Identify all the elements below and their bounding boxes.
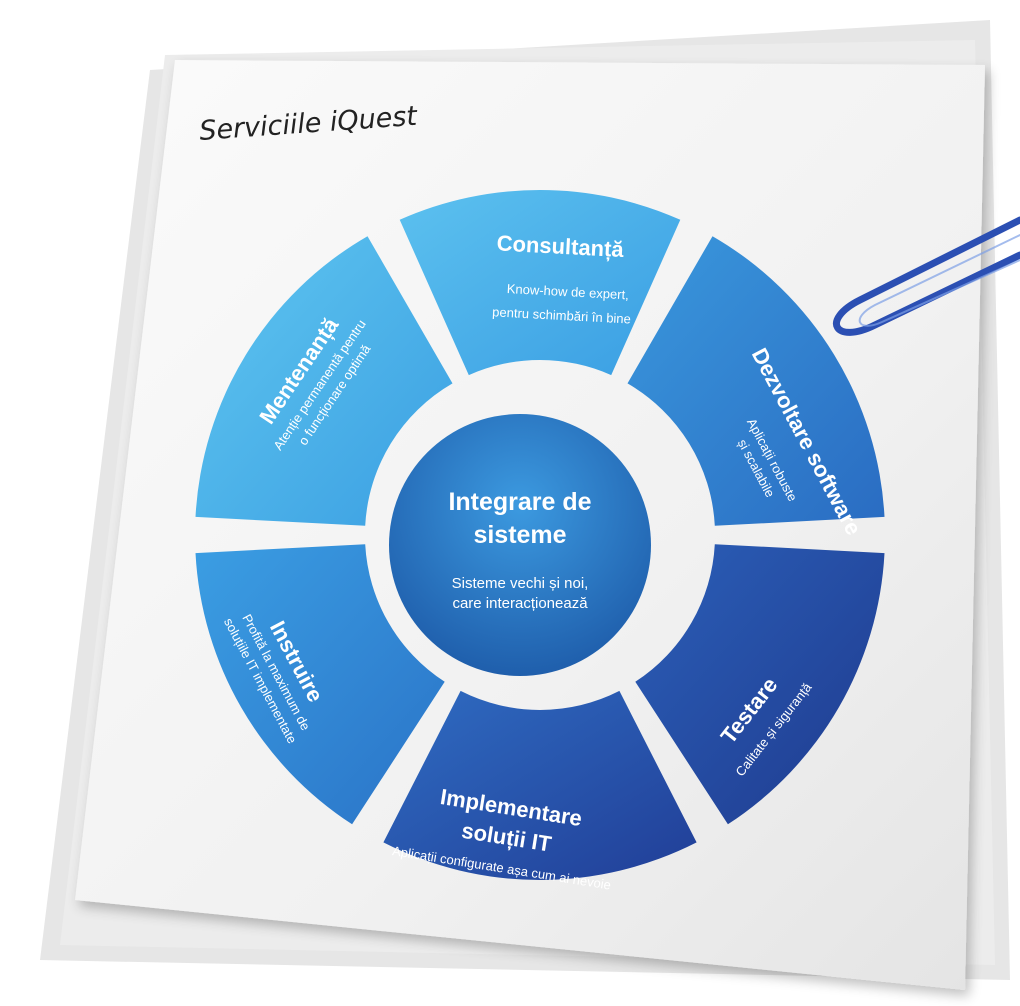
consultanta-desc-line1: Know-how de expert, — [506, 281, 629, 302]
consultanta-desc-line2: pentru schimbări în bine — [492, 304, 631, 326]
center-circle — [389, 414, 651, 676]
segment-mentenanta — [195, 236, 453, 526]
segment-testare — [635, 544, 885, 825]
center-desc-line2: care interacționează — [452, 595, 588, 612]
paperclip-icon — [833, 216, 1020, 336]
center-title-line1: Integrare de — [448, 488, 591, 516]
segment-implementare — [383, 690, 697, 880]
segment-consultanta — [399, 189, 681, 376]
center-desc-line1: Sisteme vechi și noi, — [452, 575, 589, 592]
segment-instruire — [195, 544, 445, 825]
service-ring — [195, 189, 885, 880]
center-title-line2: sisteme — [473, 521, 566, 549]
segment-dezvoltare-software — [627, 236, 885, 526]
